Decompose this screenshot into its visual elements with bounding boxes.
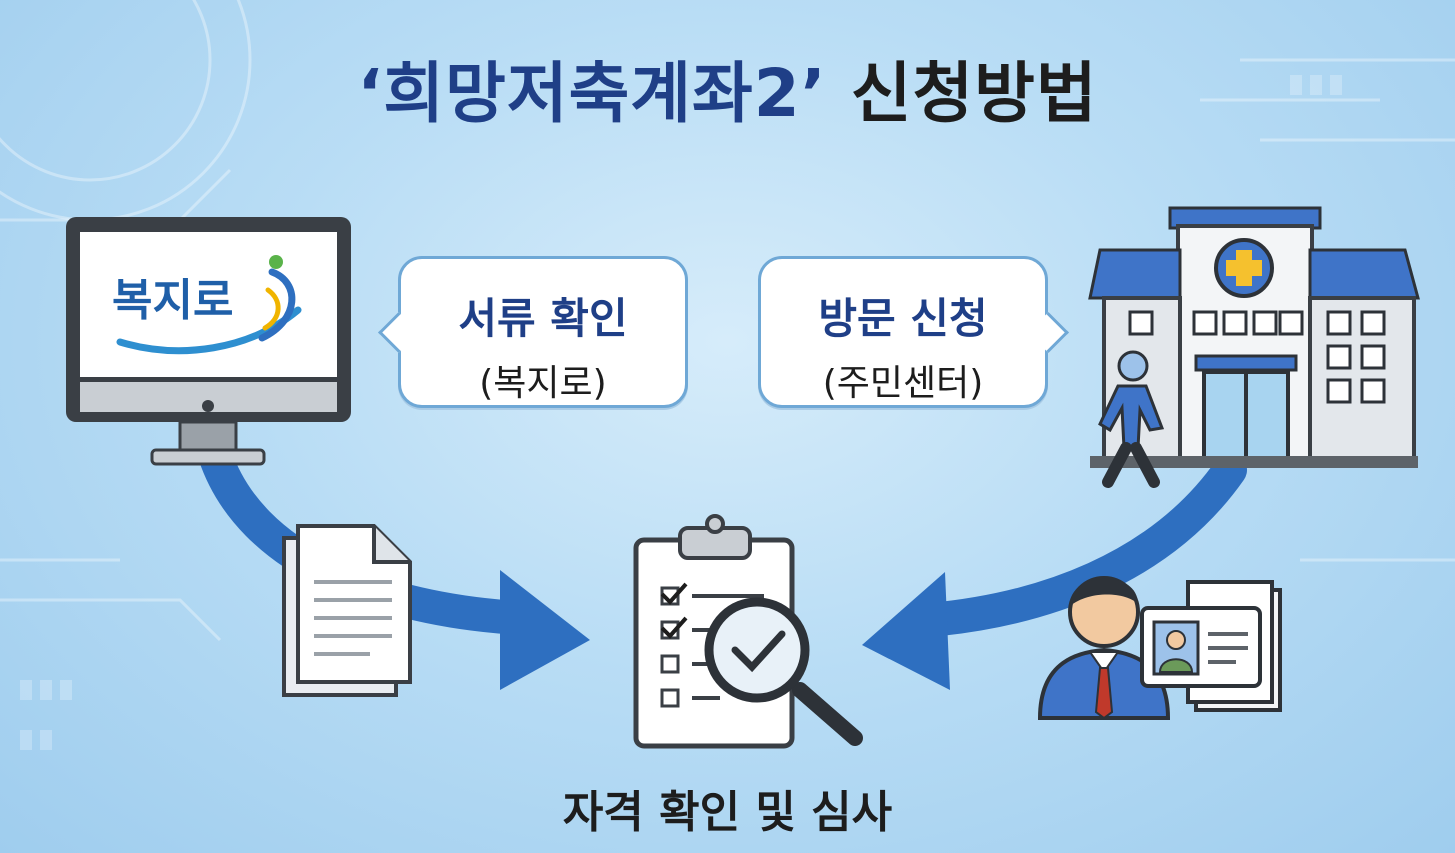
review-caption: 자격 확인 및 심사 — [562, 787, 893, 838]
left-speech-bubble: 서류 확인 (복지로) — [398, 256, 688, 408]
page-title: ‘희망저축계좌2’ 신청방법 — [0, 40, 1455, 136]
community-center-building-icon — [1088, 206, 1420, 468]
title-method: 신청방법 — [850, 55, 1098, 132]
right-bubble-main: 방문 신청 — [818, 294, 988, 343]
magnifier-check-icon — [704, 597, 863, 746]
left-bubble-sub: (복지로) — [479, 363, 607, 404]
right-bubble-sub: (주민센터) — [822, 363, 984, 404]
left-bubble-main: 서류 확인 — [458, 294, 628, 343]
title-program-name: ‘희망저축계좌2’ — [357, 55, 827, 132]
walking-person-icon — [1098, 350, 1165, 488]
bokjiro-logo-mark — [116, 255, 302, 355]
person-with-id-card-icon — [1037, 576, 1282, 720]
bokjiro-logo-text: 복지로 — [112, 276, 233, 325]
document-icon — [282, 524, 412, 697]
right-speech-bubble: 방문 신청 (주민센터) — [758, 256, 1048, 408]
computer-monitor-icon — [66, 217, 351, 466]
